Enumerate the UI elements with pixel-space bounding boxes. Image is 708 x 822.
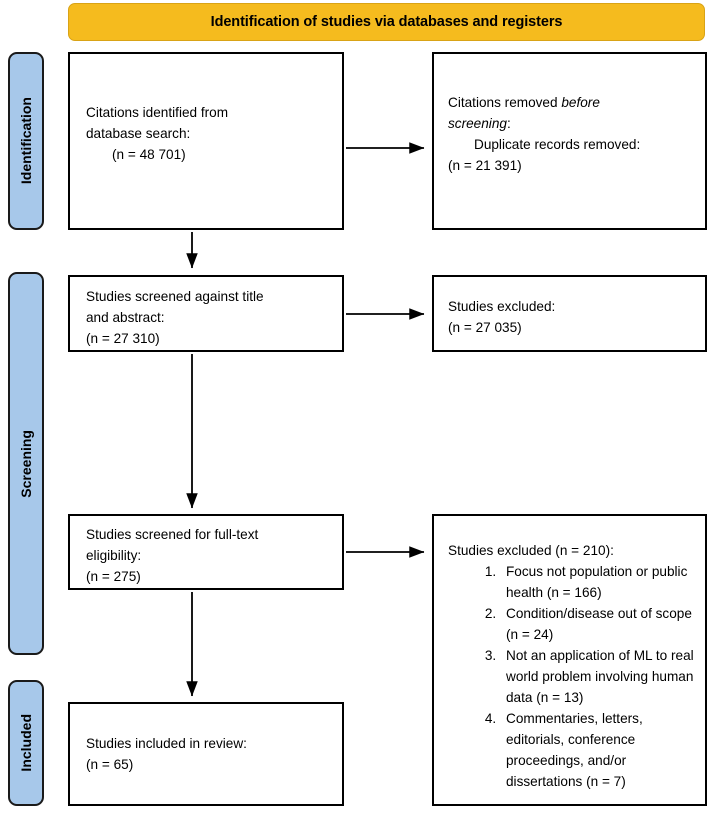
citations-removed-line1-italic: before	[561, 95, 600, 110]
box-citations-identified-body: Citations identified from database searc…	[86, 102, 336, 165]
studies-excluded-fulltext-lead: Studies excluded (n = 210):	[448, 543, 614, 558]
exclusion-reason-list: Focus not population or public health (n…	[448, 561, 697, 792]
studies-screened-fulltext-line2: eligibility:	[86, 548, 142, 563]
list-item: Condition/disease out of scope (n = 24)	[500, 603, 697, 645]
studies-included-count: (n = 65)	[86, 757, 134, 772]
studies-excluded-title-line1: Studies excluded:	[448, 299, 556, 314]
box-studies-included-in-review: Studies included in review: (n = 65)	[68, 702, 344, 806]
stage-label-screening-text: Screening	[18, 429, 34, 498]
box-citations-removed: Citations removed before screening: Dupl…	[432, 52, 707, 230]
list-item: Not an application of ML to real world p…	[500, 645, 697, 708]
studies-screened-title-line1: Studies screened against title	[86, 289, 264, 304]
box-studies-included-in-review-body: Studies included in review: (n = 65)	[86, 733, 336, 775]
box-citations-removed-body: Citations removed before screening: Dupl…	[448, 92, 699, 176]
studies-screened-fulltext-count: (n = 275)	[86, 569, 141, 584]
stage-label-included-text: Included	[18, 714, 34, 772]
citations-identified-count: (n = 48 701)	[112, 147, 186, 162]
stage-label-identification: Identification	[8, 52, 44, 230]
box-studies-excluded-title-abstract: Studies excluded: (n = 27 035)	[432, 275, 707, 352]
box-studies-screened-title-abstract: Studies screened against title and abstr…	[68, 275, 344, 352]
list-item: Commentaries, letters, editorials, confe…	[500, 708, 697, 792]
box-studies-excluded-title-abstract-body: Studies excluded: (n = 27 035)	[448, 296, 699, 338]
citations-identified-line1: Citations identified from	[86, 105, 229, 120]
list-item: Focus not population or public health (n…	[500, 561, 697, 603]
citations-identified-line2: database search:	[86, 126, 191, 141]
stage-label-screening: Screening	[8, 272, 44, 655]
studies-excluded-title-count: (n = 27 035)	[448, 320, 522, 335]
citations-removed-line2-italic: screening	[448, 116, 507, 131]
citations-removed-line2-suffix: :	[506, 116, 511, 131]
stage-label-identification-text: Identification	[18, 97, 34, 185]
studies-screened-fulltext-line1: Studies screened for full-text	[86, 527, 259, 542]
box-studies-excluded-fulltext-body: Studies excluded (n = 210): Focus not po…	[448, 540, 697, 792]
box-studies-screened-fulltext: Studies screened for full-text eligibili…	[68, 514, 344, 590]
citations-removed-duplicate-line: Duplicate records removed:	[474, 137, 641, 152]
box-studies-excluded-fulltext: Studies excluded (n = 210): Focus not po…	[432, 514, 707, 806]
box-studies-screened-title-abstract-body: Studies screened against title and abstr…	[86, 286, 336, 349]
studies-screened-title-count: (n = 27 310)	[86, 331, 160, 346]
box-studies-screened-fulltext-body: Studies screened for full-text eligibili…	[86, 524, 336, 587]
citations-removed-count: (n = 21 391)	[448, 158, 522, 173]
citations-removed-line1-prefix: Citations removed	[448, 95, 562, 110]
studies-included-line1: Studies included in review:	[86, 736, 247, 751]
phase-banner: Identification of studies via databases …	[68, 3, 705, 41]
studies-screened-title-line2: and abstract:	[86, 310, 165, 325]
box-citations-identified: Citations identified from database searc…	[68, 52, 344, 230]
stage-label-included: Included	[8, 680, 44, 806]
